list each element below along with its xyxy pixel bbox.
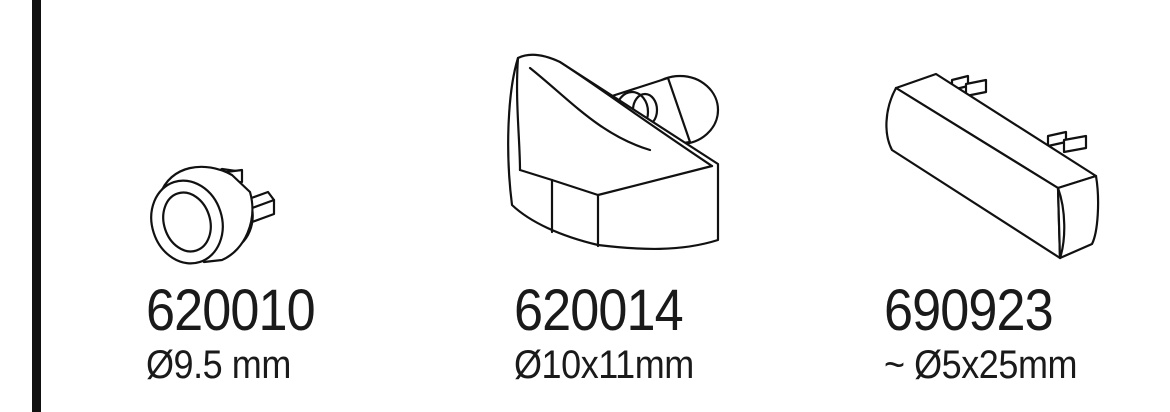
part-code: 620010	[146, 278, 316, 343]
part-code: 690923	[884, 278, 1054, 343]
part-dimension: ~ Ø5x25mm	[884, 343, 1078, 387]
part-dimension: Ø10x11mm	[514, 343, 694, 387]
part-dimension: Ø9.5 mm	[146, 343, 291, 387]
part-code: 620014	[514, 278, 684, 343]
left-border-bar	[32, 0, 41, 412]
